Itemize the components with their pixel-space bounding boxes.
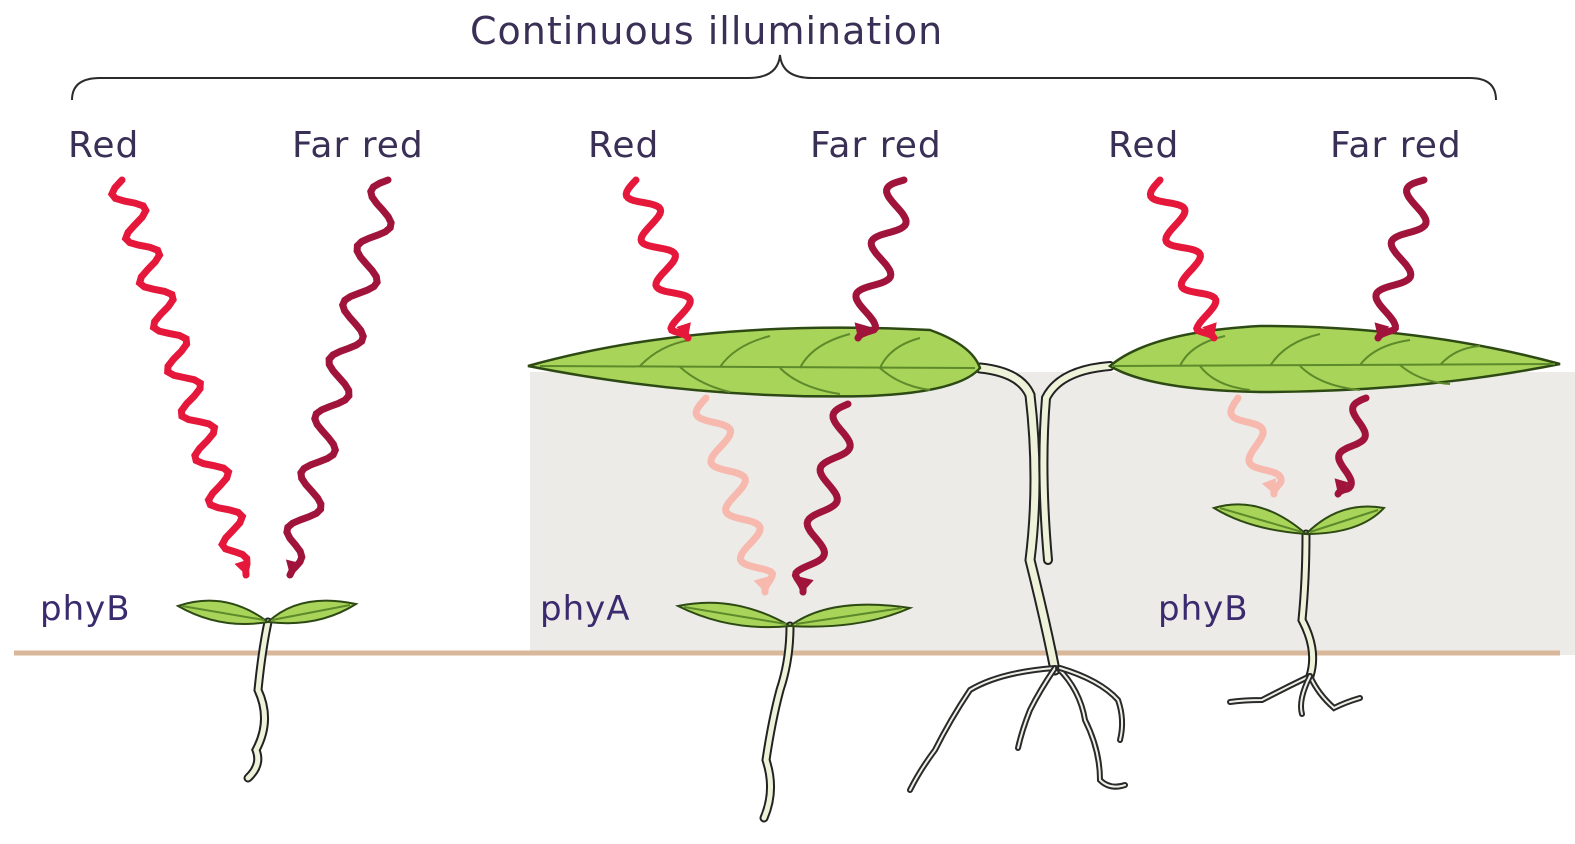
canopy-shade-region: [530, 372, 1575, 655]
panel2-red-label: Red: [588, 128, 659, 164]
panel1-red-ray-wave: [112, 180, 247, 575]
panel1-photoreceptor-label: phyB: [40, 592, 131, 626]
tall-plant-root-1: [910, 668, 1055, 790]
seedling1-cotyledon-right: [268, 601, 356, 624]
diagram-title: Continuous illumination: [470, 12, 943, 50]
panel1-far-red-ray: [286, 180, 391, 575]
panel1-red-label: Red: [68, 128, 139, 164]
seedling1-cotyledon-left: [178, 601, 268, 624]
seedling3-root-2: [1310, 676, 1360, 708]
tall-plant-root-2: [1018, 668, 1055, 748]
panel2-red-ray-wave: [626, 180, 690, 338]
seedling3-root-1: [1230, 676, 1310, 702]
panel3-red-ray-wave: [1150, 180, 1215, 338]
panel1-far-red-label: Far red: [292, 128, 424, 164]
panel2-far-red-ray-wave: [856, 180, 906, 338]
panel2-far-red-ray: [855, 180, 907, 338]
panel3-red-label: Red: [1108, 128, 1179, 164]
panel3-far-red-label: Far red: [1330, 128, 1462, 164]
panel1-red-ray: [112, 180, 249, 575]
panel3-far-red-ray-wave: [1376, 180, 1426, 338]
panel3-far-red-ray: [1375, 180, 1427, 338]
panel2-red-ray: [626, 180, 691, 338]
tall-plant-root-3: [1058, 668, 1125, 787]
panel3-photoreceptor-label: phyB: [1158, 592, 1249, 626]
seedling1-stem: [248, 622, 268, 778]
panel1-far-red-ray-wave: [287, 180, 391, 575]
illumination-brace: [72, 55, 1496, 100]
panel3-red-ray: [1150, 180, 1216, 338]
panel2-photoreceptor-label: phyA: [540, 592, 631, 626]
panel2-far-red-label: Far red: [810, 128, 942, 164]
